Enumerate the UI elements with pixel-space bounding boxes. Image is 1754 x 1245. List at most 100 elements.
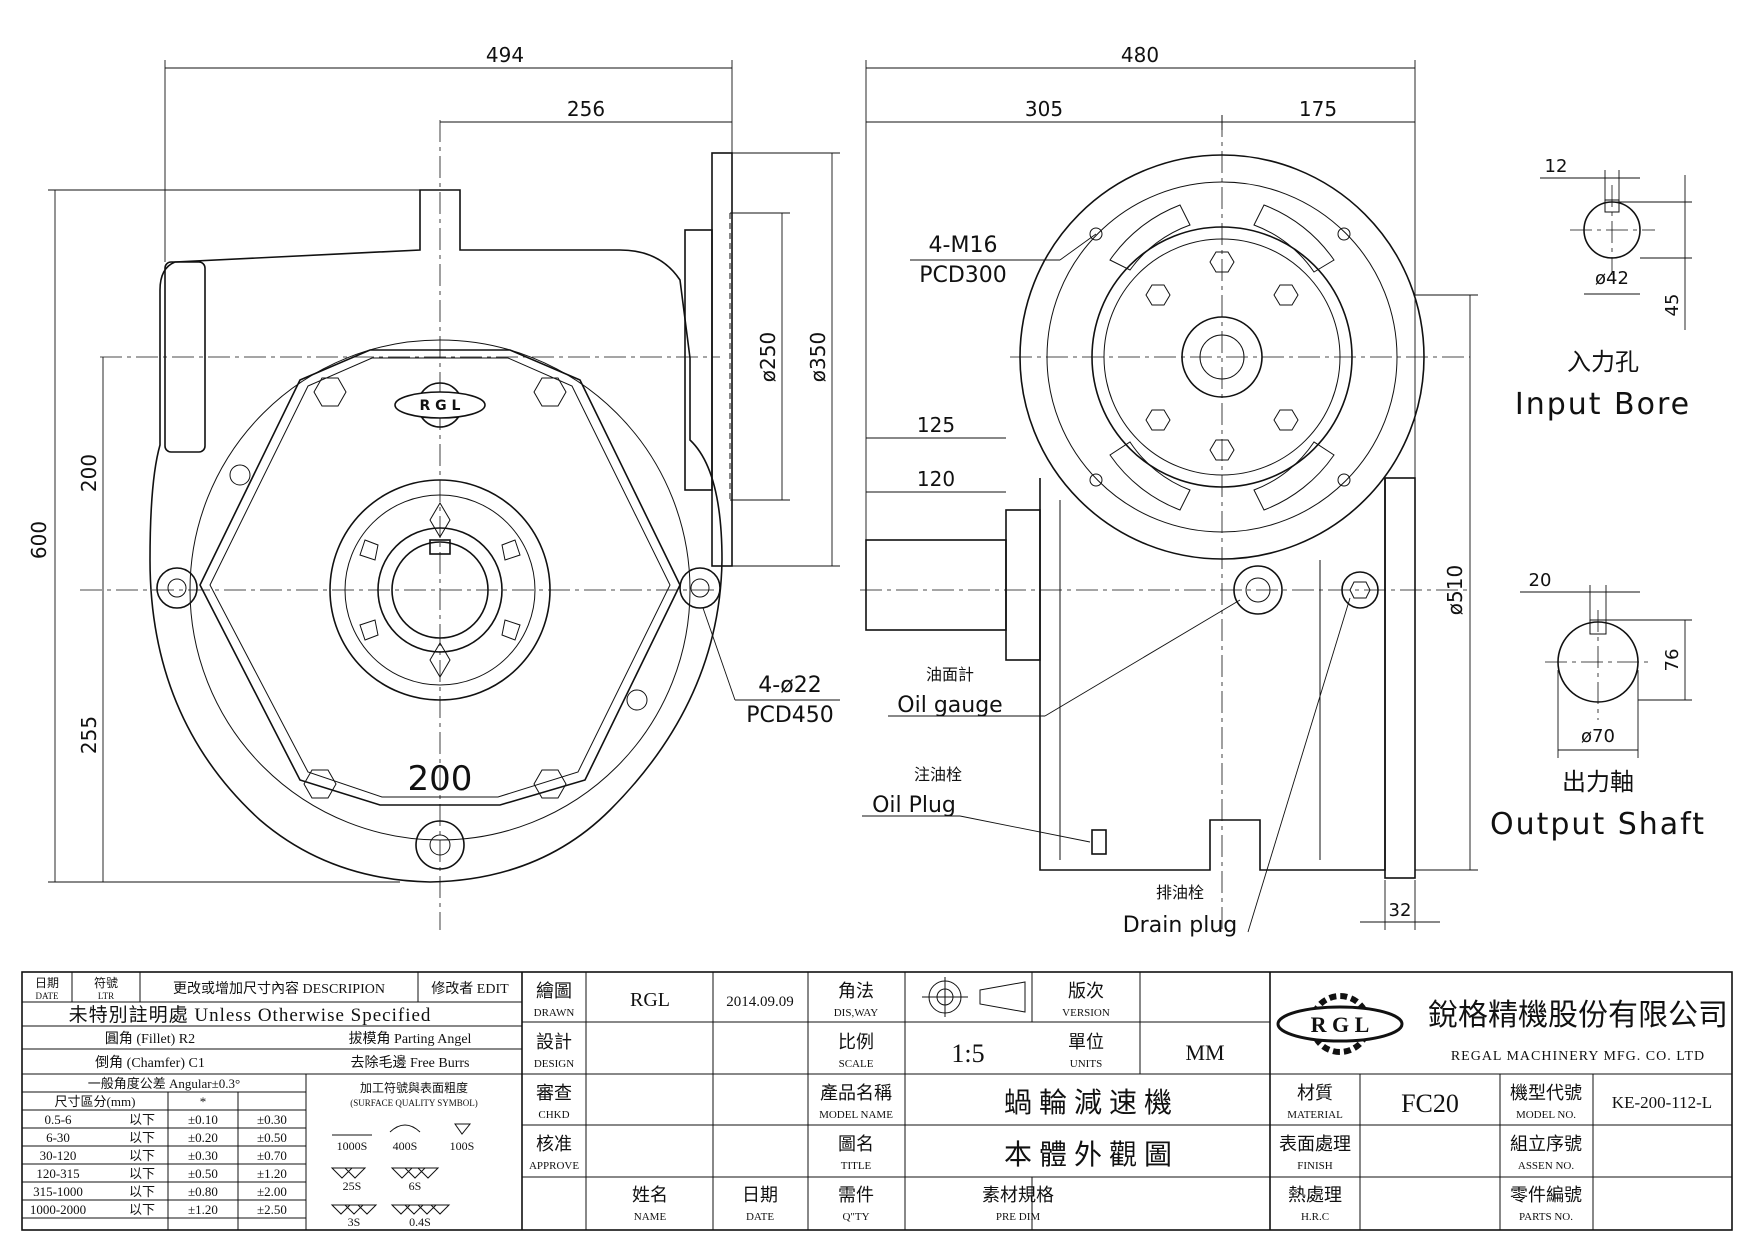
dim-200: 200: [77, 454, 101, 492]
qty-label-cn: 需件: [838, 1185, 874, 1205]
tol-range: 120-315: [36, 1166, 79, 1181]
tolerance-row: 1000-2000 以下 ±1.20 ±2.50: [30, 1202, 287, 1217]
tol-t1: ±1.20: [188, 1202, 218, 1217]
surface-header-en: (SURFACE QUALITY SYMBOL): [350, 1098, 478, 1108]
fillet-note: 圓角 (Fillet) R2: [105, 1031, 195, 1047]
output-shaft-dia: ø70: [1581, 726, 1615, 747]
drawn-label-en: DRAWN: [534, 1007, 575, 1019]
model-no-label-en: MODEL NO.: [1516, 1109, 1576, 1121]
version-label-cn: 版次: [1068, 981, 1104, 1001]
chkd-label-en: CHKD: [538, 1109, 569, 1121]
design-label-cn: 設計: [536, 1032, 572, 1052]
angular-tol-note: 一般角度公差 Angular±0.3°: [88, 1076, 240, 1091]
drawn-label-cn: 繪圖: [536, 981, 572, 1001]
dim-256: 256: [567, 97, 605, 121]
company-name-cn: 銳格精機股份有限公司: [1428, 999, 1728, 1032]
assen-label-en: ASSEN NO.: [1518, 1160, 1574, 1172]
dim-dia-250: ø250: [756, 332, 780, 382]
rev-ltr-en: LTR: [98, 991, 114, 1001]
tol-t2: ±2.50: [257, 1202, 287, 1217]
dim-175: 175: [1299, 97, 1337, 121]
name-label-cn: 姓名: [632, 1185, 668, 1205]
dim-494: 494: [486, 43, 524, 67]
free-burrs-note: 去除毛邊 Free Burrs: [351, 1055, 470, 1071]
pre-dim-label-en: PRE DIM: [996, 1211, 1041, 1223]
model-name-label-cn: 產品名稱: [820, 1083, 892, 1103]
oil-gauge-label-en: Oil gauge: [897, 693, 1002, 718]
tap-note-line1: 4-M16: [929, 233, 998, 258]
drain-plug-label-cn: 排油栓: [1156, 883, 1204, 902]
rev-desc: 更改或增加尺寸內容 DESCRIPION: [173, 980, 385, 997]
tol-t1: ±0.20: [188, 1130, 218, 1145]
hole-note-line1: 4-ø22: [758, 673, 821, 698]
side-callouts: 油面計 Oil gauge 注油栓 Oil Plug 排油栓 Drain plu…: [862, 597, 1351, 938]
chkd-label-cn: 審查: [536, 1083, 572, 1103]
design-label-en: DESIGN: [534, 1058, 574, 1070]
tol-below: 以下: [129, 1184, 155, 1199]
tol-below: 以下: [129, 1130, 155, 1145]
size-range-header: 尺寸區分(mm): [55, 1094, 136, 1109]
star-header: *: [200, 1094, 207, 1109]
hrc-label-cn: 熱處理: [1288, 1185, 1342, 1205]
output-shaft-title-cn: 出力軸: [1562, 768, 1634, 796]
tap-note-line2: PCD300: [919, 263, 1007, 288]
parts-label-cn: 零件編號: [1510, 1185, 1582, 1205]
scale-label-cn: 比例: [838, 1032, 874, 1052]
tol-t2: ±1.20: [257, 1166, 287, 1181]
scale-value: 1:5: [951, 1039, 984, 1068]
approve-label-en: APPROVE: [529, 1160, 579, 1172]
tol-range: 0.5-6: [44, 1112, 72, 1127]
tolerance-row: 0.5-6 以下 ±0.10 ±0.30: [44, 1112, 286, 1127]
disway-label-cn: 角法: [838, 981, 874, 1001]
hole-note-line2: PCD450: [746, 703, 834, 728]
tol-below: 以下: [129, 1166, 155, 1181]
disway-label-en: DIS,WAY: [834, 1007, 879, 1019]
input-bore-depth: 45: [1662, 294, 1683, 317]
drawn-date: 2014.09.09: [726, 994, 794, 1010]
title-label-cn: 圖名: [838, 1134, 874, 1154]
rev-date-cn: 日期: [35, 976, 59, 990]
rev-ltr-cn: 符號: [94, 975, 118, 990]
surface-symbol: 6S: [409, 1179, 422, 1193]
name-label-en: NAME: [634, 1211, 667, 1223]
tol-below: 以下: [129, 1112, 155, 1127]
oil-plug-label-en: Oil Plug: [872, 793, 956, 818]
finish-label-cn: 表面處理: [1279, 1134, 1351, 1154]
rev-date-en: DATE: [36, 991, 59, 1001]
company-name-en: REGAL MACHINERY MFG. CO. LTD: [1451, 1049, 1705, 1064]
surface-symbol: 100S: [450, 1139, 475, 1153]
tol-t2: ±2.00: [257, 1184, 287, 1199]
model-no-label-cn: 機型代號: [1510, 1083, 1582, 1103]
model-name-value: 蝸 輪 減 速 機: [1004, 1087, 1172, 1119]
tol-range: 1000-2000: [30, 1202, 86, 1217]
input-bore-dia: ø42: [1595, 268, 1629, 289]
version-label-en: VERSION: [1062, 1007, 1110, 1019]
dim-120: 120: [917, 467, 955, 491]
tol-range: 30-120: [40, 1148, 77, 1163]
qty-label-en: Q"TY: [842, 1211, 869, 1223]
pre-dim-label-cn: 素材規格: [982, 1185, 1054, 1205]
side-view: 480 305 175 125 120 ø510 32 4-M16 PCD300: [860, 43, 1478, 938]
projection-symbol: [922, 977, 1026, 1017]
units-label-en: UNITS: [1070, 1058, 1102, 1070]
oil-plug-label-cn: 注油栓: [914, 765, 962, 784]
tol-t2: ±0.30: [257, 1112, 287, 1127]
output-key-width: 20: [1529, 570, 1552, 591]
chamfer-note: 倒角 (Chamfer) C1: [95, 1055, 205, 1071]
oil-gauge-label-cn: 油面計: [926, 665, 974, 684]
surface-header-cn: 加工符號與表面粗度: [360, 1080, 468, 1095]
drawn-value: RGL: [630, 989, 670, 1011]
assen-label-cn: 組立序號: [1510, 1134, 1582, 1154]
tolerance-row: 30-120 以下 ±0.30 ±0.70: [40, 1148, 287, 1163]
surface-symbol: 400S: [393, 1139, 418, 1153]
input-bore-title-cn: 入力孔: [1567, 348, 1639, 376]
side-dimensions: 480 305 175 125 120 ø510 32 4-M16 PCD300: [865, 43, 1478, 930]
finish-label-en: FINISH: [1297, 1160, 1333, 1172]
tolerance-row: 120-315 以下 ±0.50 ±1.20: [36, 1166, 287, 1181]
date-label-en: DATE: [746, 1211, 774, 1223]
dim-dia-350: ø350: [806, 332, 830, 382]
tolerance-table: 0.5-6 以下 ±0.10 ±0.30 6-30 以下 ±0.20 ±0.50…: [30, 1112, 287, 1217]
tol-range: 315-1000: [33, 1184, 83, 1199]
surface-symbol: 0.4S: [409, 1215, 431, 1229]
